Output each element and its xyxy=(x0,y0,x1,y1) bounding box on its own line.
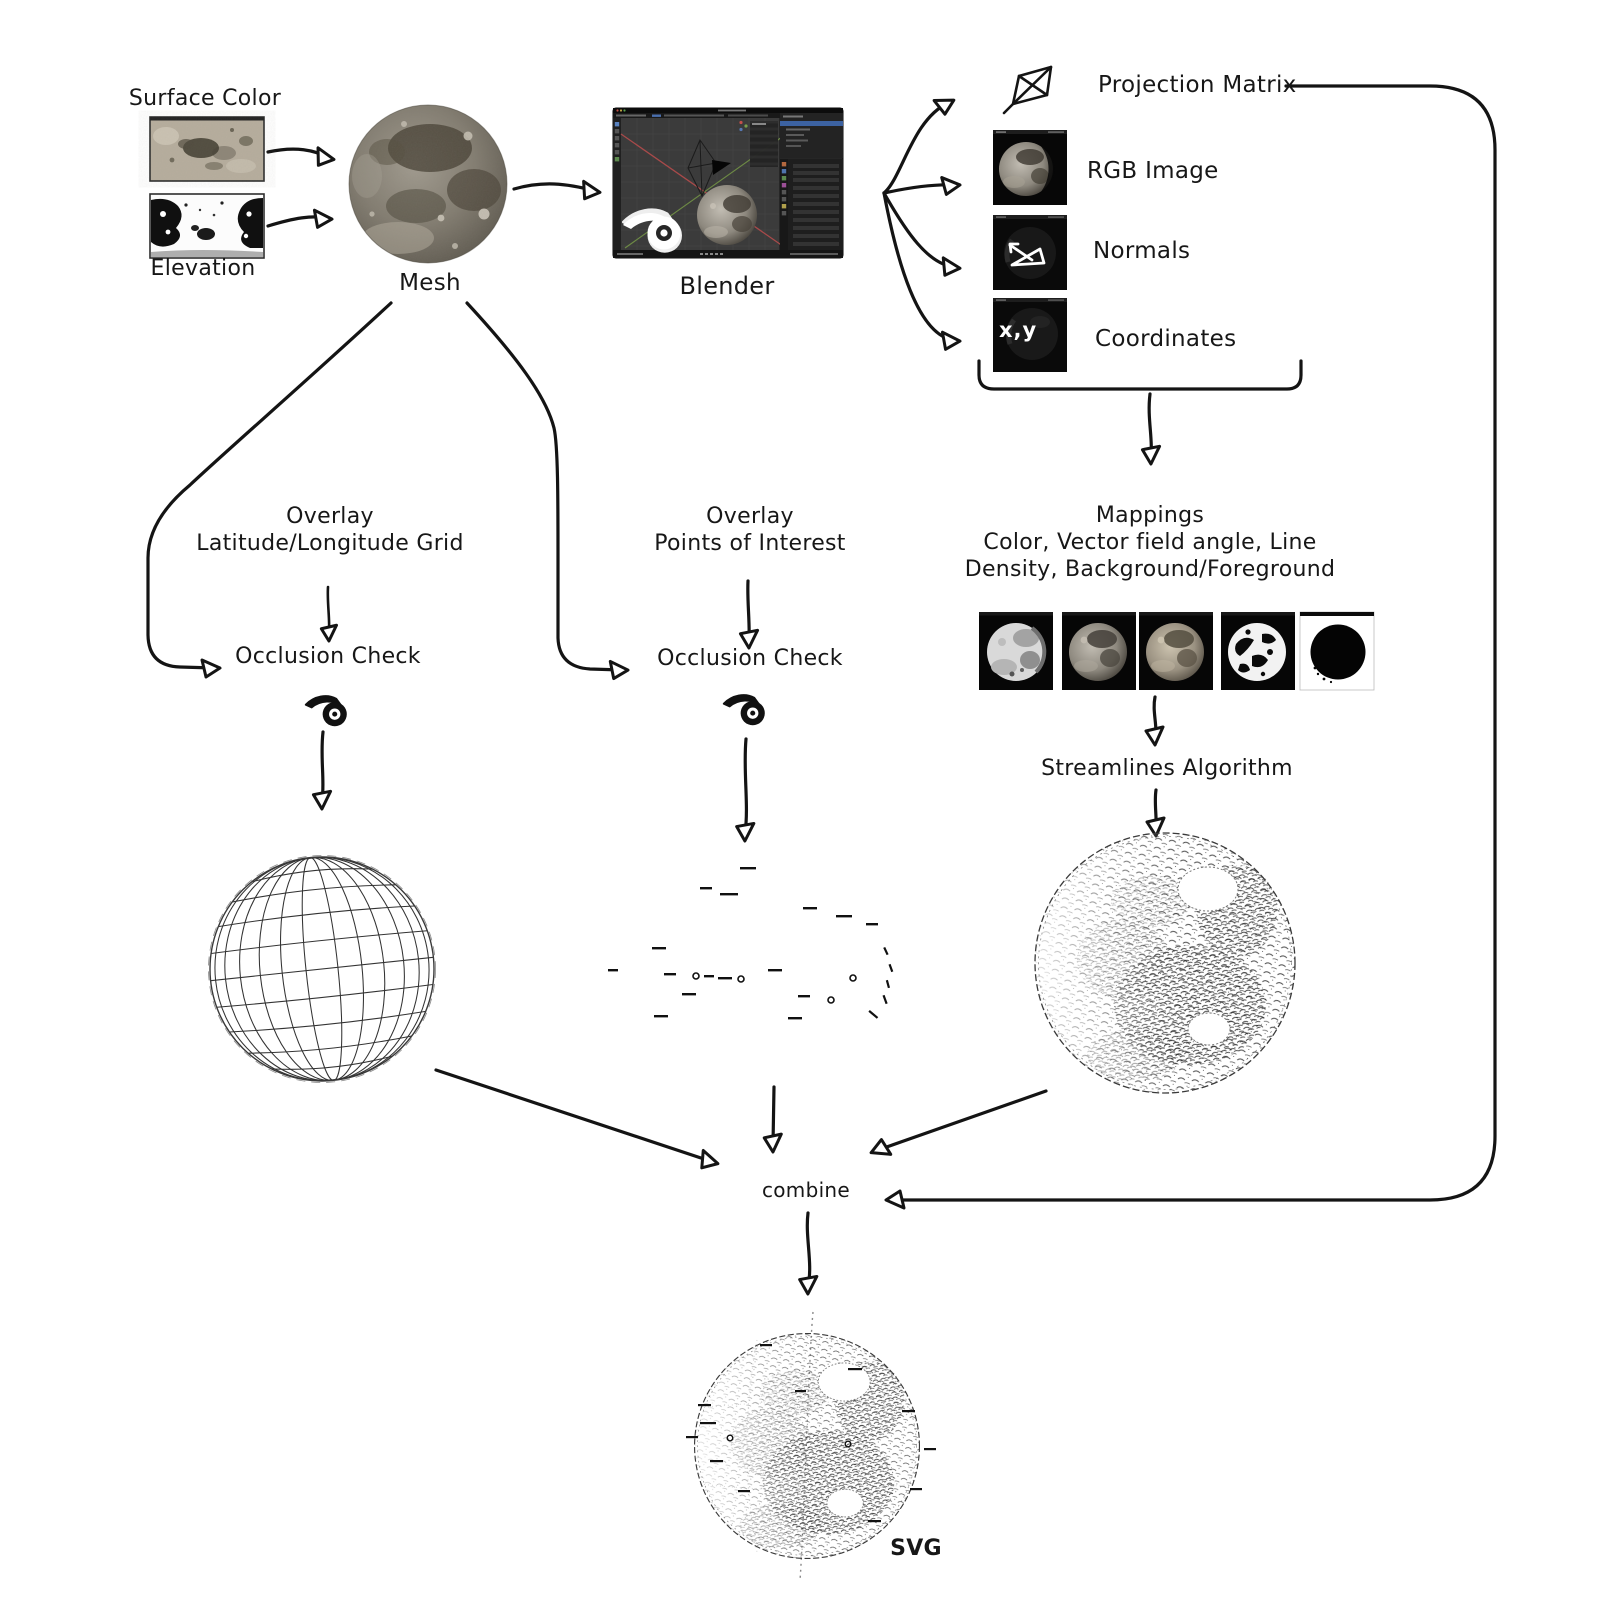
streamlines-algorithm-label: Streamlines Algorithm xyxy=(1041,756,1293,781)
mappings-line3: Density, Background/Foreground xyxy=(964,557,1336,582)
mesh-image xyxy=(348,104,508,264)
blender-logo-icon xyxy=(304,695,348,728)
blender-label: Blender xyxy=(679,272,775,300)
mapping-thumb-gray xyxy=(1062,612,1136,690)
projection-matrix-icon xyxy=(1002,65,1053,115)
projection-matrix-label: Projection Matrix xyxy=(1098,72,1297,98)
blender-image xyxy=(612,107,844,259)
svg-output-label: SVG xyxy=(890,1536,942,1561)
blender-logo-icon xyxy=(623,213,681,250)
surface-color-label: Surface Color xyxy=(128,86,282,111)
mesh-label: Mesh xyxy=(399,270,461,296)
rgb-image-thumb xyxy=(993,130,1067,205)
mappings-label: Mappings Color, Vector field angle, Line… xyxy=(965,502,1336,583)
mappings-line2: Color, Vector field angle, Line xyxy=(983,530,1317,555)
poi-scatter-image xyxy=(608,867,894,1020)
surface-color-image xyxy=(149,116,265,182)
final-moon-image xyxy=(686,1311,936,1581)
streamline-moon-image xyxy=(1034,832,1296,1094)
elevation-label: Elevation xyxy=(150,256,256,281)
normals-icon xyxy=(1008,242,1046,267)
overlay-grid-label: Overlay Latitude/Longitude Grid xyxy=(196,503,463,557)
rgb-image-label: RGB Image xyxy=(1087,158,1219,184)
coordinates-thumb xyxy=(993,298,1067,372)
combine-label: combine xyxy=(761,1178,851,1202)
mapping-thumb-threshold xyxy=(1221,612,1295,690)
mapping-thumb-color xyxy=(1139,612,1213,690)
coordinates-label: Coordinates xyxy=(1095,326,1237,352)
connector-arrows xyxy=(146,84,1497,1296)
normals-label: Normals xyxy=(1093,238,1191,264)
overlay-poi-line2: Points of Interest xyxy=(654,531,846,556)
mappings-title: Mappings xyxy=(1095,503,1205,528)
overlay-poi-line1: Overlay xyxy=(706,504,794,529)
occlusion-check-poi-label: Occlusion Check xyxy=(657,646,843,671)
overlay-grid-line2: Latitude/Longitude Grid xyxy=(196,531,464,556)
overlay-poi-label: Overlay Points of Interest xyxy=(654,503,845,557)
blender-logo-icon xyxy=(722,694,766,727)
xy-coordinates-text: x,y xyxy=(999,318,1038,342)
normals-thumb xyxy=(993,215,1067,290)
mapping-thumb-shaded xyxy=(979,612,1053,690)
overlay-grid-line1: Overlay xyxy=(286,504,374,529)
elevation-image xyxy=(149,193,265,259)
occlusion-check-grid-label: Occlusion Check xyxy=(235,644,421,669)
wireframe-sphere-image xyxy=(208,855,436,1083)
mapping-thumb-silhouette xyxy=(1299,611,1375,691)
